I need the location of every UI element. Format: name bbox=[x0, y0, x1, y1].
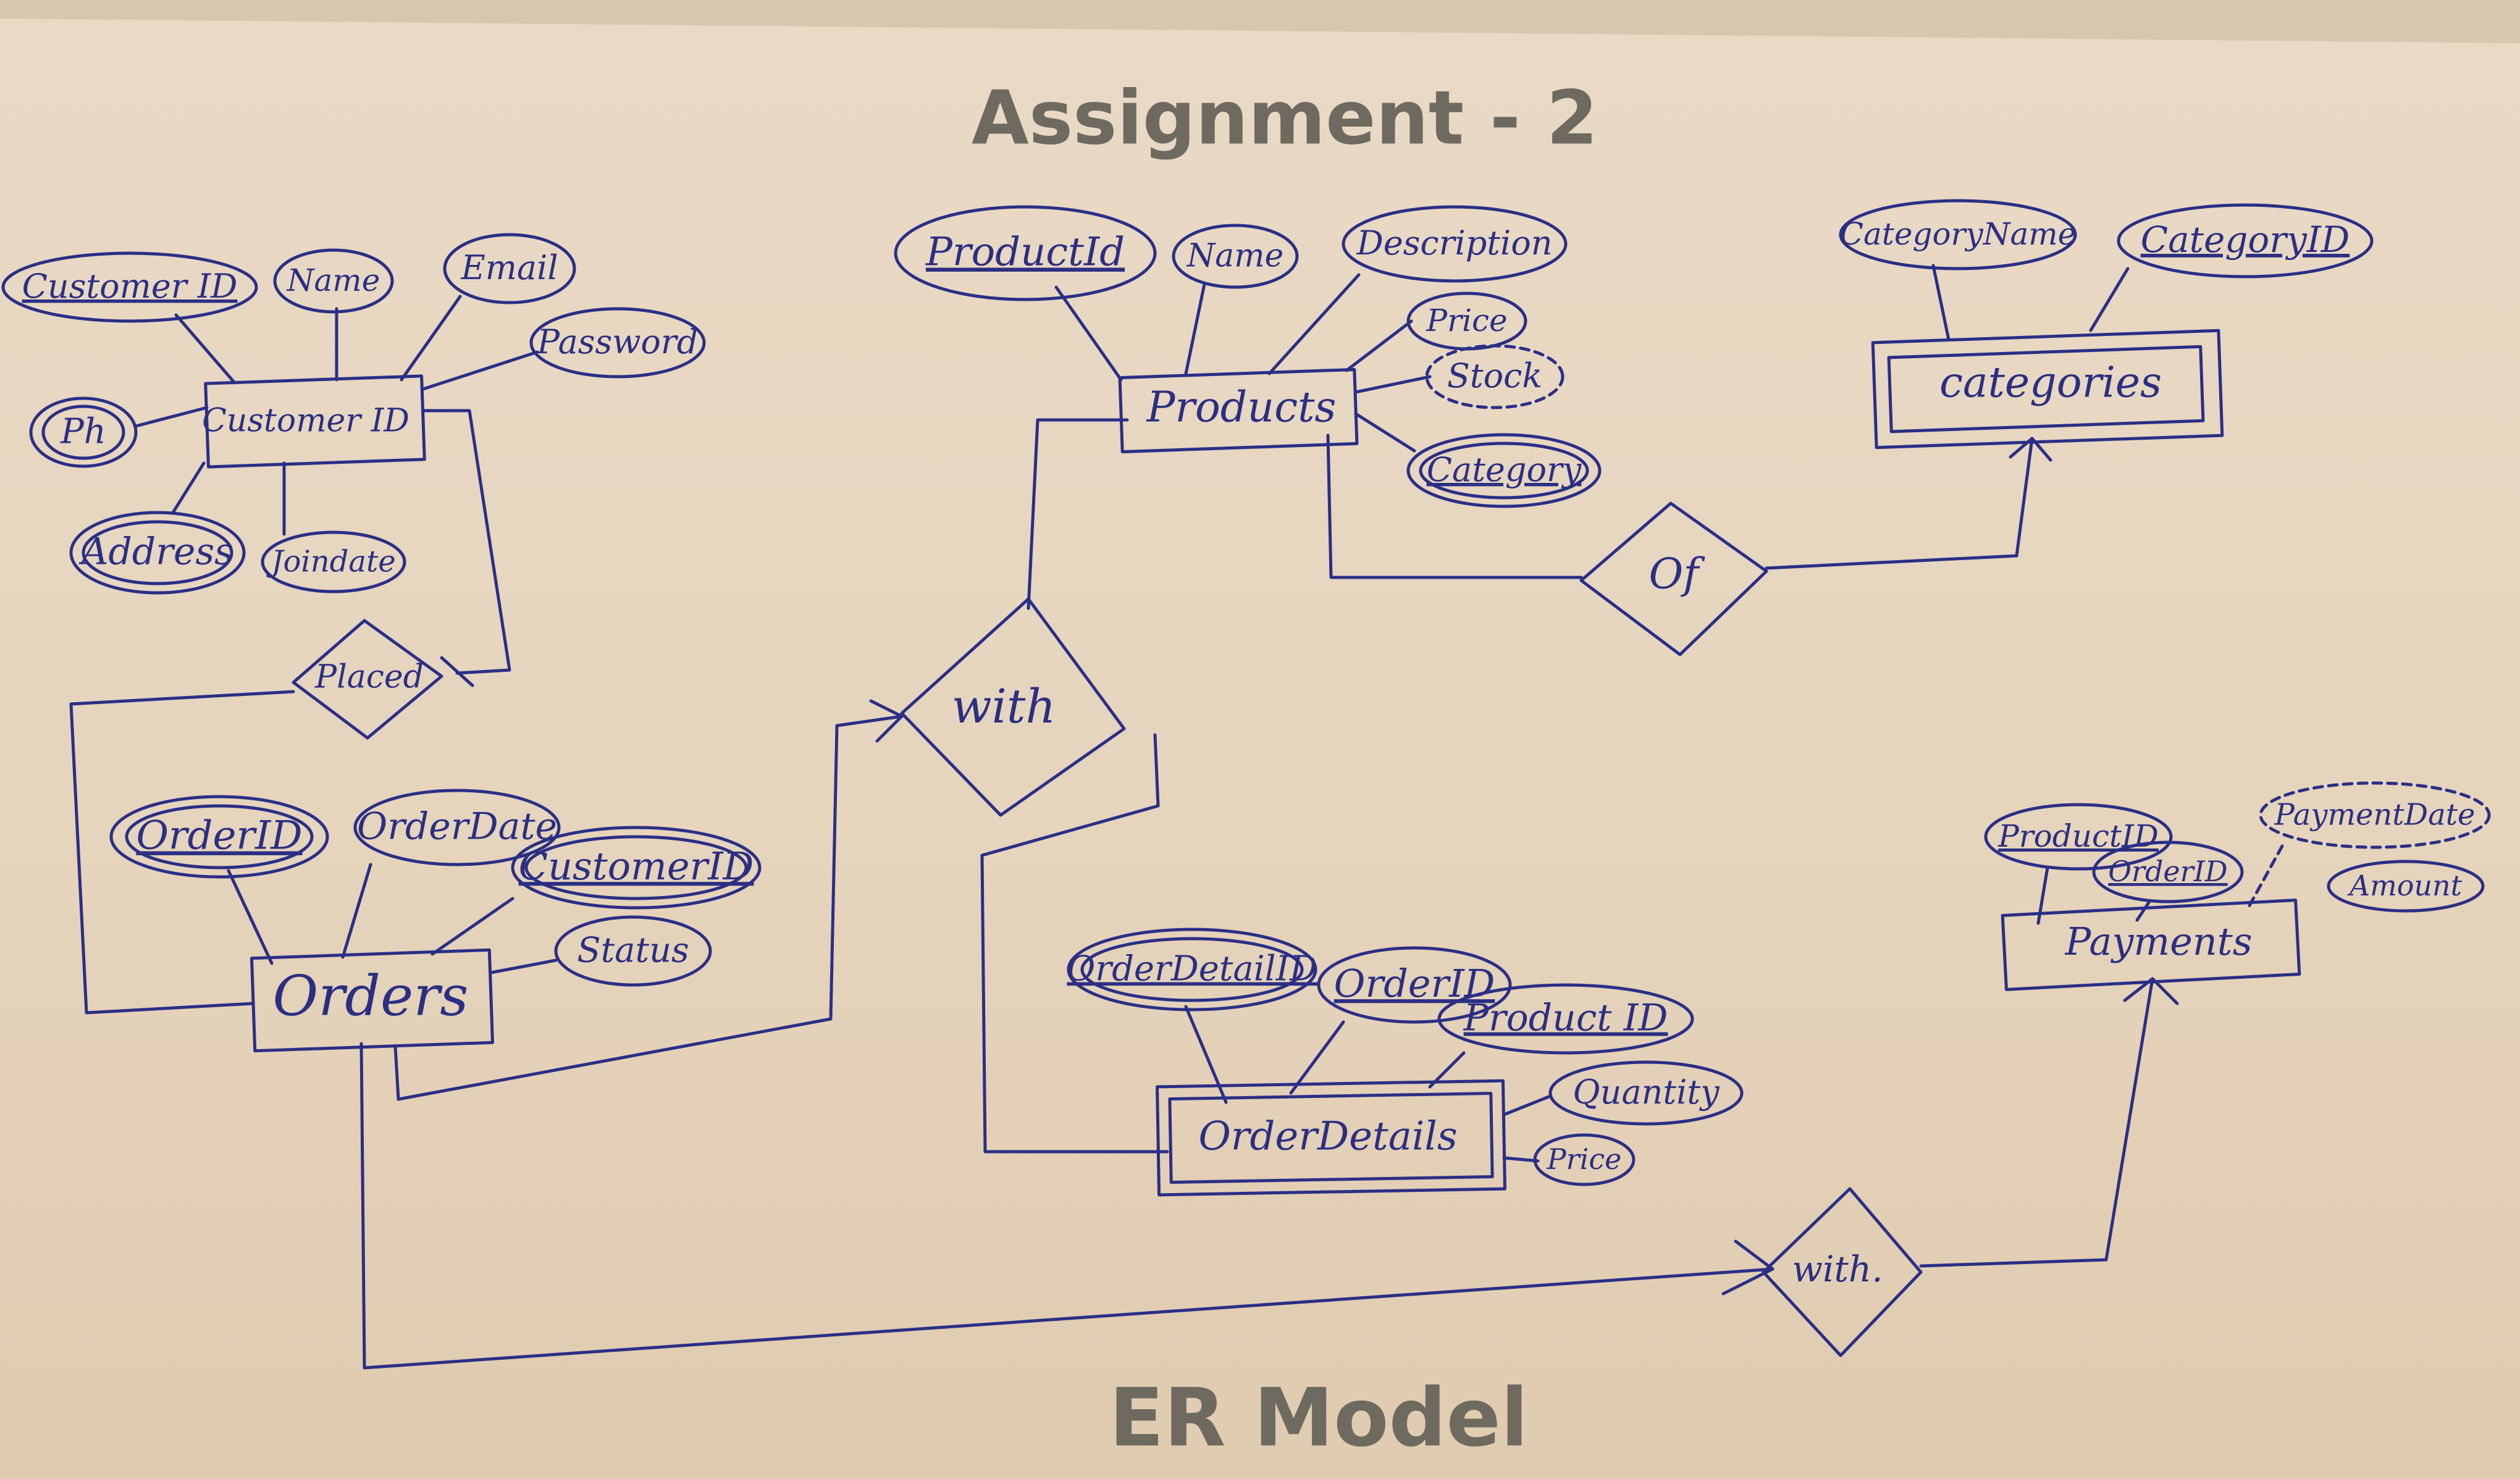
attr-customer-email-label: Email bbox=[460, 248, 558, 287]
attr-orderdetail-price-label: Price bbox=[1547, 1142, 1622, 1176]
attr-product-category-label: Category bbox=[1427, 450, 1582, 489]
attr-customer-address: Address bbox=[69, 511, 246, 595]
attr-orderdetail-price: Price bbox=[1533, 1133, 1636, 1186]
attr-product-description-label: Description bbox=[1356, 224, 1552, 262]
entity-orderdetails-label: OrderDetails bbox=[1198, 1114, 1457, 1160]
attr-orderdetail-product-id: Product ID bbox=[1437, 983, 1694, 1055]
relationship-with-products: with bbox=[900, 597, 1126, 817]
attr-order-id: OrderID bbox=[109, 795, 329, 879]
attr-customer-email: Email bbox=[443, 233, 576, 304]
connectors bbox=[69, 264, 2284, 1370]
attr-category-name: CategoryName bbox=[1839, 199, 2077, 270]
relationship-with-products-label: with bbox=[952, 679, 1056, 734]
relationship-placed-label: Placed bbox=[314, 659, 424, 696]
attr-product-stock-label: Stock bbox=[1447, 356, 1542, 395]
attr-product-name-label: Name bbox=[1186, 238, 1284, 275]
attr-order-customer-id: CustomerID bbox=[511, 826, 762, 910]
attr-customer-joindate-label: Joindate bbox=[266, 545, 395, 579]
attr-product-description: Description bbox=[1342, 205, 1568, 283]
attr-payment-order-id-label: OrderID bbox=[2108, 855, 2227, 888]
relationship-of: Of bbox=[1579, 501, 1768, 656]
attr-product-category: Category bbox=[1406, 433, 1602, 508]
attr-customer-id: Customer ID bbox=[1, 251, 258, 323]
attr-customer-ph: Ph bbox=[29, 396, 138, 468]
attr-customer-address-label: Address bbox=[78, 530, 233, 574]
attr-payment-date-label: PaymentDate bbox=[2274, 798, 2476, 832]
entity-customer: Customer ID bbox=[202, 374, 426, 469]
attr-category-id: CategoryID bbox=[2117, 203, 2374, 279]
attr-product-stock: Stock bbox=[1425, 344, 1564, 409]
attr-category-name-label: CategoryName bbox=[1840, 216, 2077, 252]
entity-categories: categories bbox=[1871, 329, 2224, 450]
entity-categories-label: categories bbox=[1939, 359, 2162, 408]
entity-payments: Payments bbox=[2001, 899, 2301, 991]
page-title: Assignment - 2 bbox=[972, 76, 1598, 162]
attr-orderdetail-id-label: OrderDetailID bbox=[1067, 949, 1317, 989]
entity-payments-label: Payments bbox=[2064, 919, 2252, 964]
entity-products-label: Products bbox=[1146, 383, 1337, 432]
attr-order-customer-id-label: CustomerID bbox=[519, 844, 754, 889]
attr-customer-id-label: Customer ID bbox=[22, 267, 238, 306]
attr-product-name: Name bbox=[1172, 224, 1299, 289]
attr-order-id-label: OrderID bbox=[136, 813, 302, 859]
entity-orderdetails: OrderDetails bbox=[1156, 1079, 1506, 1197]
attr-payment-order-id: OrderID bbox=[2092, 840, 2244, 903]
attr-product-id: ProductId bbox=[894, 205, 1157, 301]
attr-product-price: Price bbox=[1406, 291, 1527, 351]
relationship-of-label: Of bbox=[1649, 550, 1706, 599]
attr-order-status: Status bbox=[554, 915, 712, 987]
attr-orderdetail-quantity-label: Quantity bbox=[1573, 1073, 1720, 1112]
attr-orderdetail-order-id: OrderID bbox=[1317, 946, 1512, 1024]
attr-orderdetail-product-id-label: Product ID bbox=[1463, 997, 1668, 1040]
attr-payment-date: PaymentDate bbox=[2259, 781, 2491, 849]
entity-products: Products bbox=[1118, 367, 1359, 454]
attr-product-id-label: ProductId bbox=[925, 230, 1125, 275]
attr-payment-amount-label: Amount bbox=[2347, 869, 2463, 902]
entity-orders-label: Orders bbox=[273, 963, 469, 1028]
attr-payment-product-id: ProductID bbox=[1984, 803, 2173, 871]
attr-orderdetail-quantity: Quantity bbox=[1548, 1060, 1744, 1126]
attr-customer-password: Password bbox=[529, 307, 706, 379]
entity-customer-label: Customer ID bbox=[202, 403, 410, 440]
attr-customer-name: Name bbox=[273, 248, 394, 314]
attr-payment-product-id-label: ProductID bbox=[1997, 818, 2159, 854]
attr-payment-amount: Amount bbox=[2327, 860, 2485, 913]
relationship-placed: Placed bbox=[292, 619, 443, 740]
relationship-with-payments: with. bbox=[1762, 1187, 1923, 1357]
attr-customer-password-label: Password bbox=[537, 322, 699, 361]
attr-product-price-label: Price bbox=[1426, 303, 1507, 338]
attr-order-date-label: OrderDate bbox=[357, 805, 557, 848]
attr-orderdetail-id: OrderDetailID bbox=[1067, 928, 1317, 1012]
entity-orders: Orders bbox=[250, 948, 494, 1053]
attr-order-date: OrderDate bbox=[353, 789, 561, 866]
attr-order-status-label: Status bbox=[577, 931, 689, 971]
attr-customer-joindate: Joindate bbox=[261, 530, 406, 593]
page-footer: ER Model bbox=[1109, 1371, 1529, 1465]
notebook-top-edge bbox=[0, 0, 2520, 43]
relationship-with-payments-label: with. bbox=[1792, 1248, 1883, 1290]
attr-customer-name-label: Name bbox=[287, 262, 380, 298]
attr-category-id-label: CategoryID bbox=[2141, 219, 2350, 261]
attr-customer-ph-label: Ph bbox=[60, 412, 106, 452]
